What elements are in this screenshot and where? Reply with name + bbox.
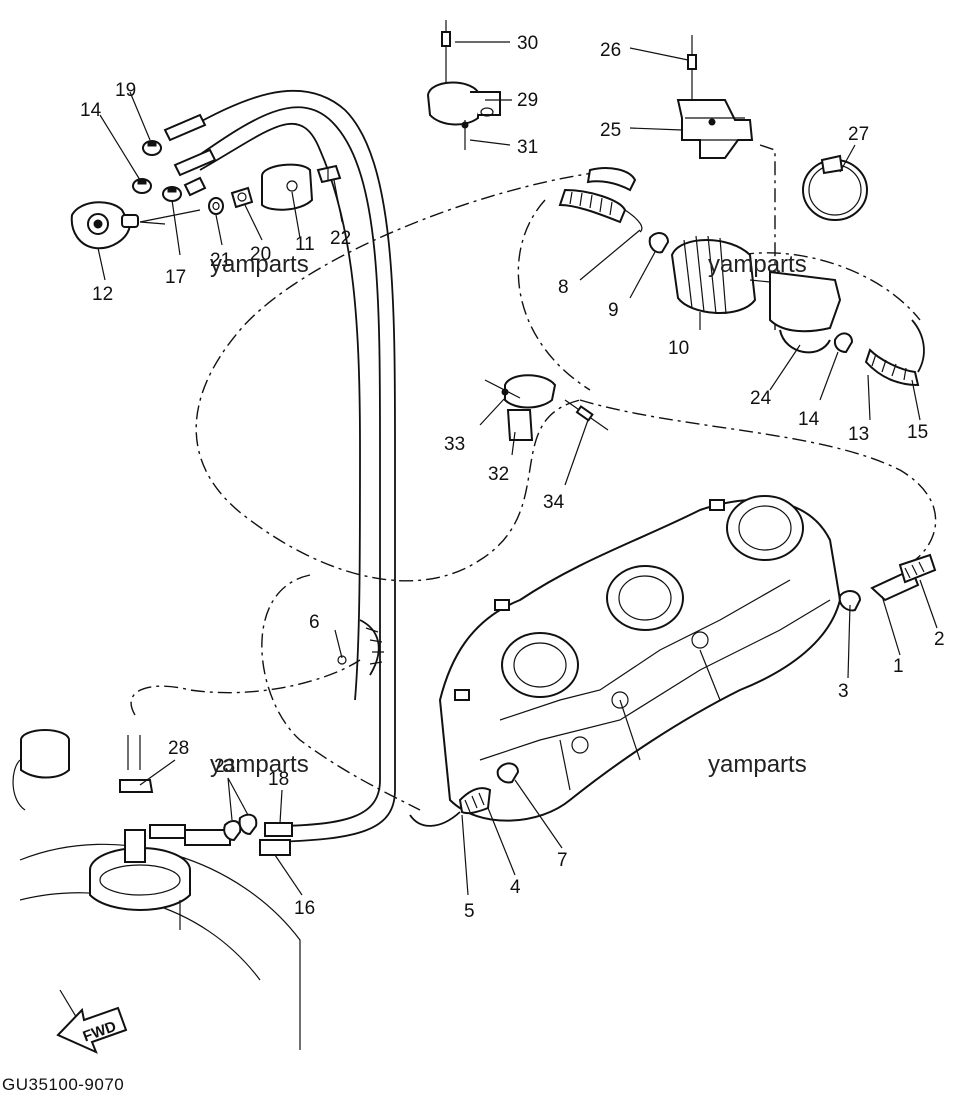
- callout-22: 22: [330, 228, 351, 249]
- diagram-code: GU35100-9070: [2, 1075, 124, 1094]
- callout-30: 30: [517, 33, 538, 54]
- callout-12: 12: [92, 284, 113, 305]
- callout-10: 10: [668, 338, 689, 359]
- callout-18: 18: [268, 769, 289, 790]
- callout-1: 1: [893, 656, 904, 677]
- callout-2: 2: [934, 629, 945, 650]
- fittings-right: [838, 553, 937, 612]
- callout-27: 27: [848, 124, 869, 145]
- hose-joints: [184, 813, 293, 856]
- hose-6: [337, 619, 384, 676]
- hose-clamp-17: [162, 186, 182, 202]
- callout-33: 33: [444, 434, 465, 455]
- callout-24: 24: [750, 388, 772, 409]
- callout-32: 32: [488, 464, 509, 485]
- washer-21: [208, 197, 224, 215]
- fuel-tank-area: [12, 729, 301, 1050]
- callout-13: 13: [848, 424, 869, 445]
- gasket-28: [119, 779, 154, 793]
- hose-clamp-19: [142, 140, 162, 156]
- sensor-bracket-32: [484, 374, 609, 441]
- callout-labels: 1 2 3 4 5 6 7 8 9 10 11 12 13 14 14 15 1…: [80, 33, 945, 922]
- carburetor-body: [438, 495, 842, 822]
- callout-19: 19: [115, 80, 136, 101]
- callout-9: 9: [608, 300, 619, 321]
- callout-4: 4: [510, 877, 521, 898]
- nut-20: [230, 186, 254, 209]
- band-clamp-27: [802, 154, 868, 221]
- watermark: yamparts: [708, 251, 807, 278]
- bolt-22: [316, 164, 342, 184]
- callout-6: 6: [309, 612, 320, 633]
- callout-20: 20: [250, 244, 271, 265]
- hose-clamp-14-top: [132, 178, 152, 194]
- callout-28: 28: [168, 738, 189, 759]
- callout-7: 7: [557, 850, 568, 871]
- callout-23: 23: [214, 756, 235, 777]
- fwd-arrow: FWD: [56, 1006, 128, 1054]
- callout-25: 25: [600, 120, 621, 141]
- callout-34: 34: [543, 492, 565, 513]
- mounting-bracket-25: [676, 35, 754, 159]
- callout-11: 11: [295, 234, 315, 255]
- leader-lines: [97, 41, 938, 896]
- callout-31: 31: [517, 137, 538, 158]
- callout-5: 5: [464, 901, 475, 922]
- check-valve-assembly: [70, 113, 342, 250]
- vent-hose: [184, 89, 396, 843]
- water-separator-assembly: [558, 167, 925, 387]
- sensor-bracket-assembly: [426, 20, 501, 150]
- callout-8: 8: [558, 277, 569, 298]
- callout-14-right: 14: [798, 409, 820, 430]
- callout-17: 17: [165, 267, 186, 288]
- watermark: yamparts: [210, 251, 309, 278]
- routing-lines: [130, 144, 937, 811]
- watermark: yamparts: [210, 751, 309, 778]
- callout-3: 3: [838, 681, 849, 702]
- watermarks: yamparts yamparts yamparts yamparts: [210, 251, 807, 778]
- callout-16: 16: [294, 898, 315, 919]
- watermark: yamparts: [708, 751, 807, 778]
- callout-15: 15: [907, 422, 928, 443]
- callout-26: 26: [600, 40, 621, 61]
- callout-14-top: 14: [80, 100, 102, 121]
- fittings-bottom: [409, 762, 520, 827]
- callout-29: 29: [517, 90, 538, 111]
- callout-21: 21: [210, 250, 231, 271]
